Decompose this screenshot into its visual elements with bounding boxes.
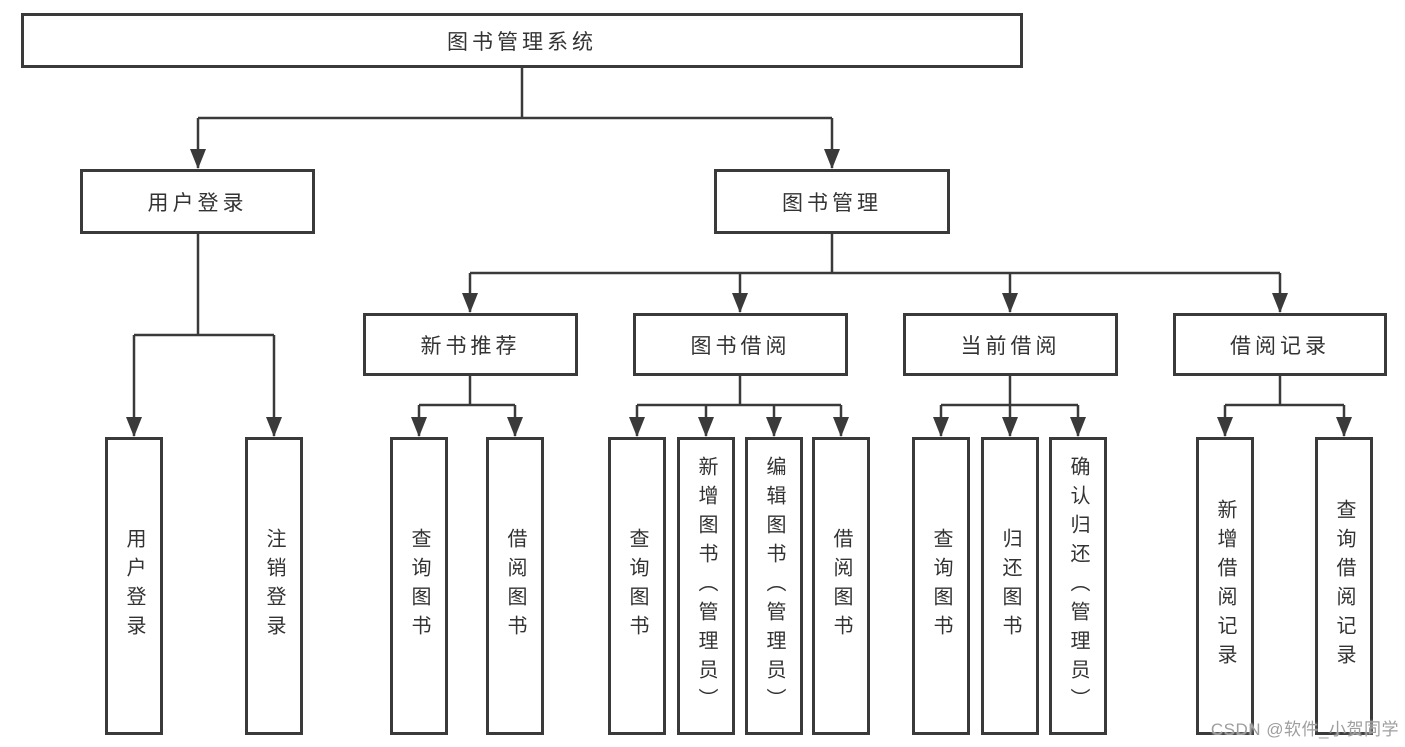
leaf-query-borrow-record: 查询借阅记录	[1315, 437, 1373, 735]
connector-root-to-level2	[198, 68, 832, 120]
leaf-user-login-label: 用户登录	[123, 528, 145, 644]
leaf-add-borrow-record-label: 新增借阅记录	[1214, 499, 1236, 673]
leaf-query-books-1: 查询图书	[390, 437, 448, 735]
leaf-query-borrow-record-label: 查询借阅记录	[1333, 499, 1355, 673]
node-library-system: 图书管理系统	[21, 13, 1023, 68]
leaf-edit-books-admin: 编辑图书（管理员）	[745, 437, 803, 735]
node-book-management: 图书管理	[714, 169, 950, 234]
leaf-query-books-1-label: 查询图书	[408, 528, 430, 644]
leaf-confirm-return-admin: 确认归还（管理员）	[1049, 437, 1107, 735]
leaf-logout-label: 注销登录	[263, 528, 285, 644]
leaf-edit-books-admin-label: 编辑图书（管理员）	[763, 455, 785, 717]
leaf-query-books-2-label: 查询图书	[626, 528, 648, 644]
leaf-query-books-2: 查询图书	[608, 437, 666, 735]
leaf-add-books-admin-label: 新增图书（管理员）	[695, 455, 717, 717]
leaf-confirm-return-admin-label: 确认归还（管理员）	[1067, 455, 1089, 717]
csdn-watermark: CSDN @软件_小贺同学	[1210, 720, 1399, 739]
leaf-user-login: 用户登录	[105, 437, 163, 735]
leaf-query-books-3-label: 查询图书	[930, 528, 952, 644]
node-book-borrowing-label: 图书借阅	[690, 334, 791, 358]
leaf-return-books-label: 归还图书	[999, 528, 1021, 644]
leaf-return-books: 归还图书	[981, 437, 1039, 735]
connector-mgmt-to-level3	[470, 234, 1280, 275]
leaf-borrow-books-1: 借阅图书	[486, 437, 544, 735]
leaf-logout: 注销登录	[245, 437, 303, 735]
leaf-query-books-3: 查询图书	[912, 437, 970, 735]
leaf-borrow-books-2-label: 借阅图书	[830, 528, 852, 644]
leaf-borrow-books-2: 借阅图书	[812, 437, 870, 735]
node-new-book-recommend-label: 新书推荐	[420, 334, 521, 358]
node-book-borrowing: 图书借阅	[633, 313, 848, 376]
node-current-borrowing: 当前借阅	[903, 313, 1118, 376]
connector-current-to-leaves	[941, 376, 1078, 407]
node-current-borrowing-label: 当前借阅	[960, 334, 1061, 358]
leaf-add-books-admin: 新增图书（管理员）	[677, 437, 735, 735]
connector-borrow-to-leaves	[637, 376, 841, 407]
node-user-login: 用户登录	[80, 169, 315, 234]
leaf-add-borrow-record: 新增借阅记录	[1196, 437, 1254, 735]
node-book-management-label: 图书管理	[782, 191, 882, 215]
node-borrowing-records-label: 借阅记录	[1230, 334, 1330, 358]
node-user-login-label: 用户登录	[147, 191, 248, 215]
connector-newrec-to-leaves	[419, 376, 515, 407]
node-new-book-recommend: 新书推荐	[363, 313, 578, 376]
connector-records-to-leaves	[1225, 376, 1344, 407]
node-borrowing-records: 借阅记录	[1173, 313, 1387, 376]
leaf-borrow-books-1-label: 借阅图书	[504, 528, 526, 644]
node-library-system-label: 图书管理系统	[447, 30, 597, 54]
connector-login-to-leaves	[134, 234, 274, 337]
